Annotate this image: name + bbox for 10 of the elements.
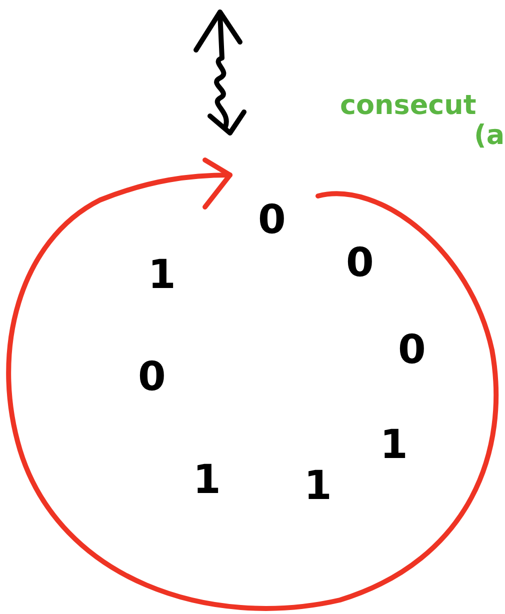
digit-label: 0 <box>258 200 286 240</box>
digit-label: 1 <box>193 460 221 500</box>
digit-label: 0 <box>346 243 374 283</box>
digit-label: 1 <box>380 425 408 465</box>
annotation-text: consecut <box>340 92 476 119</box>
digit-label: 1 <box>304 466 332 506</box>
digit-label: 0 <box>398 330 426 370</box>
annotation-text: (a <box>474 122 505 149</box>
digit-label: 1 <box>148 255 176 295</box>
digit-label: 0 <box>138 357 166 397</box>
